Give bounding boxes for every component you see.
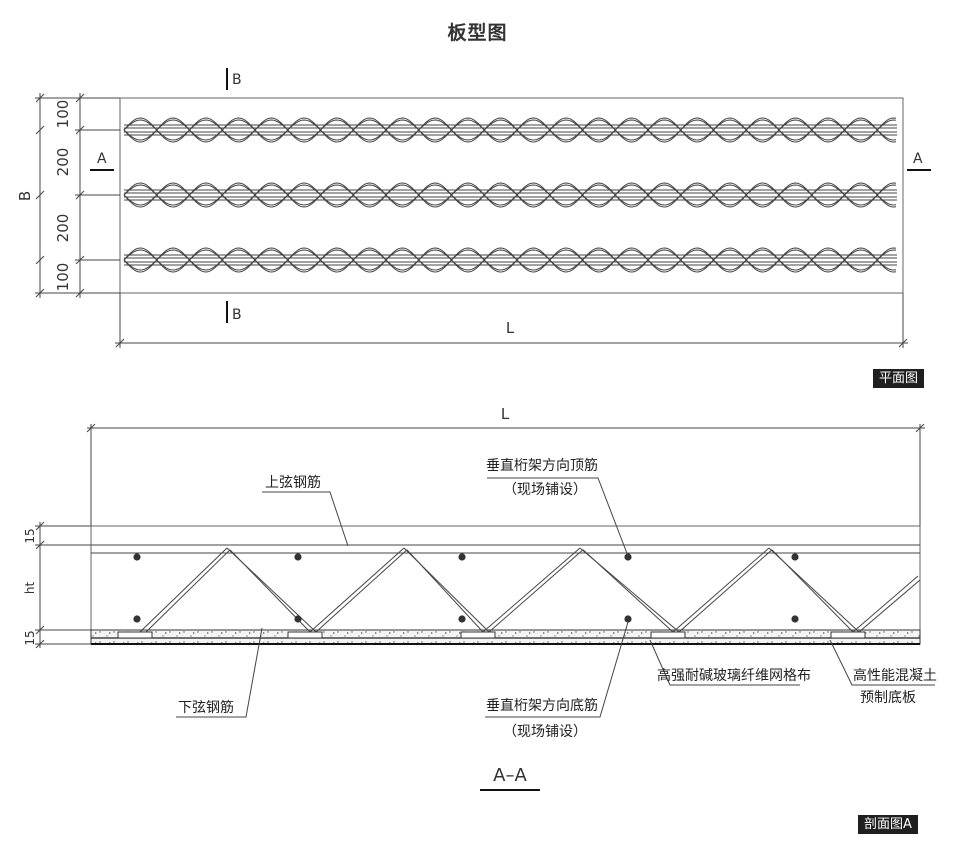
- bottom-rebar-dot: [294, 615, 302, 623]
- truss-web-bar: [858, 579, 921, 633]
- section-length-label: L: [501, 405, 510, 423]
- truss-web-bar: [852, 575, 919, 633]
- label-mesh: 高强耐碱玻璃纤维网格布: [657, 667, 811, 684]
- truss-web-wave: [123, 117, 897, 143]
- truss-web-bar: [145, 549, 231, 633]
- section-view: [35, 423, 935, 791]
- truss-web-bar: [678, 549, 773, 633]
- cast-in-place-layer: [90, 525, 921, 631]
- section-label-a-right: A: [913, 151, 923, 167]
- section-label-a-left: A: [97, 151, 107, 167]
- precast-panel: [90, 629, 921, 645]
- label-bottom-chord: 下弦钢筋: [178, 699, 234, 716]
- plan-dim-100-top: 100: [54, 100, 72, 129]
- truss-web-wave: [123, 117, 897, 143]
- label-top-bar-1: 垂直桁架方向顶筋: [486, 457, 598, 474]
- dim-tick: [35, 540, 45, 550]
- dim-tick: [35, 625, 45, 635]
- bottom-chord-plate: [650, 631, 686, 639]
- plan-truss: [123, 247, 897, 273]
- plan-dim-100-bottom: 100: [54, 263, 72, 292]
- truss-web-bar: [488, 549, 584, 633]
- leader-mesh: [649, 639, 800, 686]
- bottom-chord-plate: [287, 631, 323, 639]
- page-title: 板型图: [447, 22, 508, 44]
- dim-tick: [86, 423, 96, 433]
- top-rebar-dot: [133, 553, 141, 561]
- section-dim-ht: ht: [23, 582, 37, 595]
- truss-web-bar: [309, 547, 405, 633]
- truss-web-wave: [123, 182, 897, 208]
- truss-web-wave: [123, 249, 897, 271]
- bottom-rebar-dot: [133, 615, 141, 623]
- plan-dim-200-b: 200: [54, 214, 72, 243]
- section-truss: [117, 547, 921, 639]
- dim-tick: [35, 255, 45, 265]
- top-rebar-dot: [294, 553, 302, 561]
- section-dim-15-top: 15: [23, 528, 37, 543]
- truss-web-bar: [482, 547, 581, 633]
- bottom-rebar-dot: [458, 615, 466, 623]
- plan-view: [35, 68, 931, 348]
- dim-tick: [35, 639, 45, 649]
- leader-bottom-bar: [485, 621, 629, 718]
- section-label-b-bottom: B: [232, 307, 242, 323]
- plan-length-label: L: [506, 319, 515, 337]
- truss-web-bar: [672, 547, 770, 633]
- plan-width-label: B: [16, 191, 34, 201]
- label-precast-1: 高性能混凝土: [853, 667, 937, 684]
- dim-tick: [35, 125, 45, 135]
- section-view-tag: 剖面图A: [858, 815, 918, 834]
- leader-precast: [829, 639, 935, 686]
- truss-web-bar: [406, 549, 484, 633]
- bottom-chord-plate: [117, 631, 153, 639]
- dim-tick: [35, 521, 45, 531]
- plan-truss: [123, 182, 897, 208]
- dim-tick: [915, 423, 925, 433]
- truss-web-wave: [123, 247, 897, 273]
- truss-web-wave: [123, 184, 897, 206]
- truss-web-wave: [123, 184, 897, 206]
- truss-web-bar: [139, 547, 228, 633]
- plan-view-tag: 平面图: [873, 369, 925, 388]
- truss-web-wave: [123, 249, 897, 271]
- bottom-rebar-dot: [791, 615, 799, 623]
- label-top-bar-2: （现场铺设）: [503, 482, 587, 498]
- section-caption: A–A: [493, 765, 527, 786]
- leader-bottom-chord: [176, 627, 263, 718]
- top-rebar-dot: [458, 553, 466, 561]
- section-dim-15-bottom: 15: [23, 630, 37, 645]
- leader-top-bar: [487, 477, 629, 557]
- bottom-chord-plate: [460, 631, 496, 639]
- leader-top-chord: [262, 491, 349, 547]
- truss-web-wave: [123, 182, 897, 208]
- truss-web-wave: [123, 247, 897, 273]
- label-bottom-bar-1: 垂直桁架方向底筋: [486, 697, 598, 714]
- truss-web-bar: [582, 549, 674, 633]
- truss-web-bar: [771, 549, 854, 633]
- truss-web-wave: [123, 119, 897, 141]
- dim-tick: [115, 338, 125, 348]
- label-top-chord: 上弦钢筋: [265, 474, 321, 491]
- bottom-rebar-dot: [624, 615, 632, 623]
- plan-trusses: [123, 117, 897, 273]
- plan-truss: [123, 117, 897, 143]
- section-label-b-top: B: [232, 72, 242, 88]
- truss-web-bar: [315, 549, 408, 633]
- dim-tick: [35, 190, 45, 200]
- top-rebar-dot: [624, 553, 632, 561]
- dim-tick: [898, 338, 908, 348]
- bottom-chord-plate: [830, 631, 866, 639]
- plan-slab-outline: [119, 97, 904, 294]
- truss-web-wave: [123, 119, 897, 141]
- label-bottom-bar-2: （现场铺设）: [503, 724, 587, 740]
- top-rebar-dot: [791, 553, 799, 561]
- plan-dim-200-a: 200: [54, 148, 72, 177]
- label-precast-2: 预制底板: [860, 690, 916, 706]
